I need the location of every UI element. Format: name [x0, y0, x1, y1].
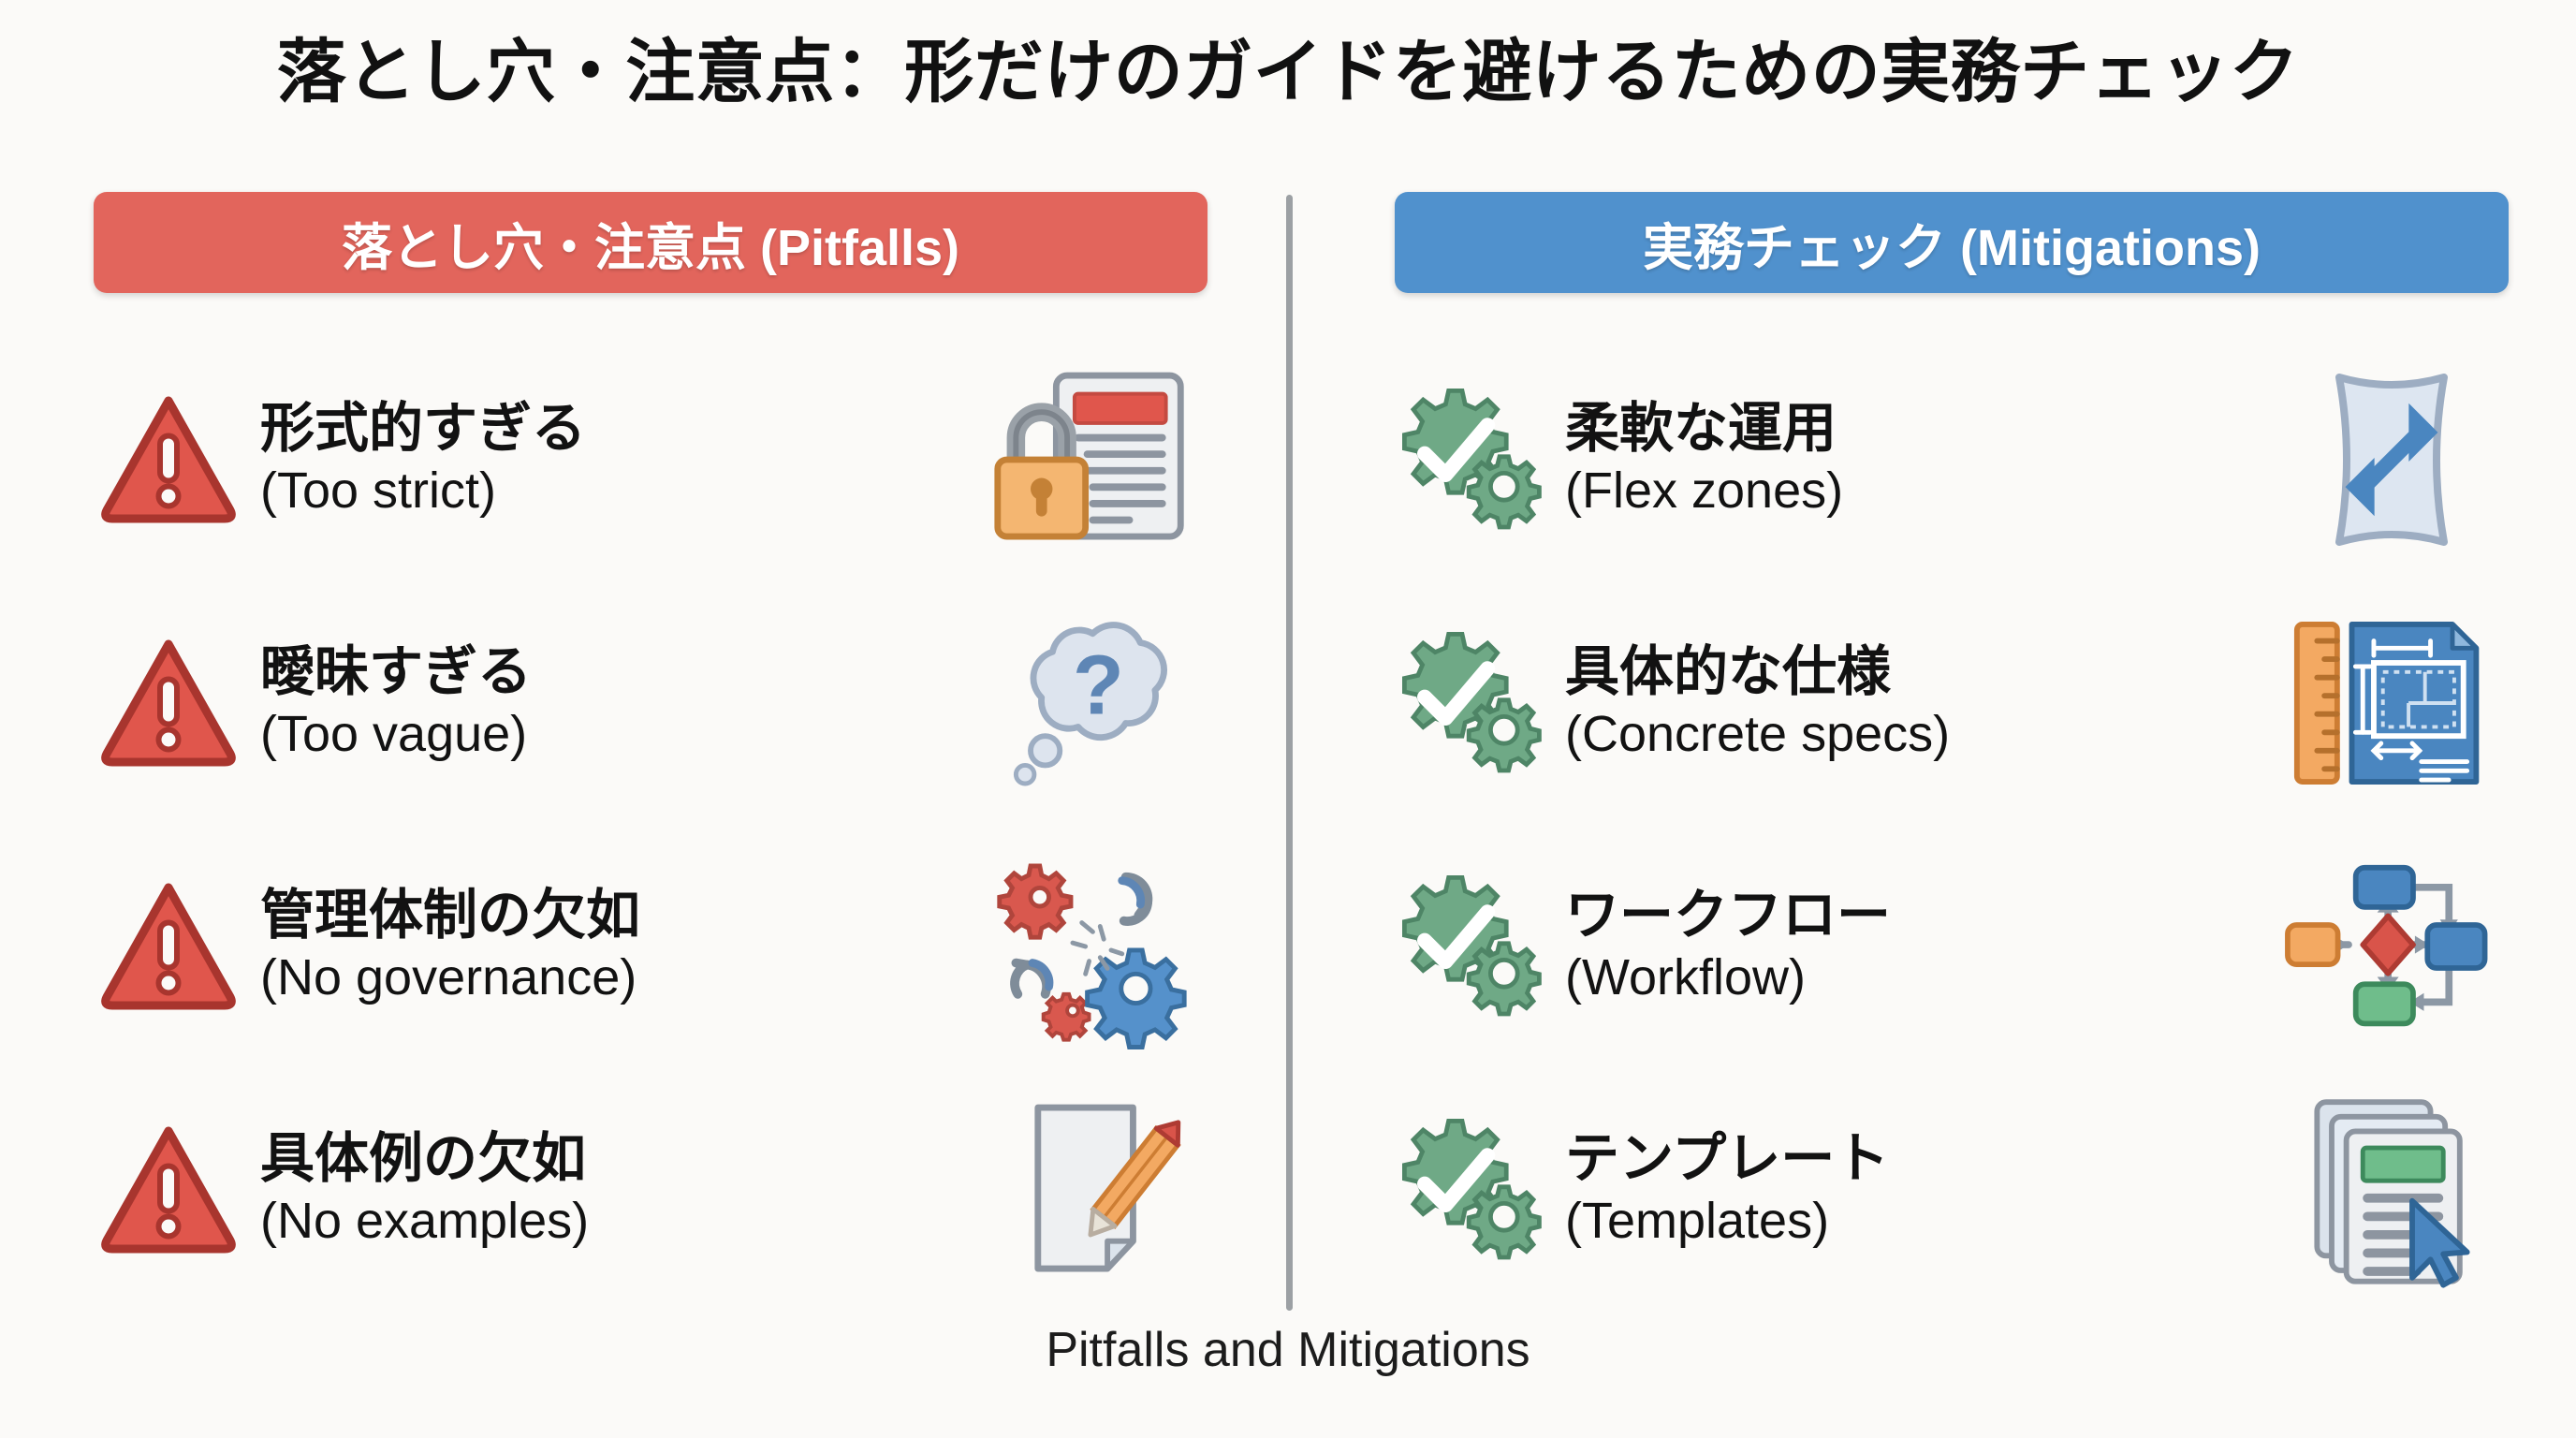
- pitfalls-column: 落とし穴・注意点 (Pitfalls) 形式的すぎる (Too strict): [94, 192, 1208, 1312]
- list-item-text: テンプレート (Templates): [1544, 1127, 2275, 1252]
- list-item[interactable]: 管理体制の欠如 (No governance): [94, 825, 1208, 1068]
- warning-triangle-icon: [94, 1115, 243, 1265]
- list-item-text: 具体的な仕様 (Concrete specs): [1544, 640, 2275, 765]
- page-title: 落とし穴・注意点：形だけのガイドを避けるための実務チェック: [276, 33, 2300, 110]
- list-item[interactable]: 形式的すぎる (Too strict): [94, 338, 1208, 581]
- list-item-text: ワークフロー (Workflow): [1544, 884, 2275, 1008]
- list-item-subtitle: (Flex zones): [1565, 462, 1844, 519]
- list-item-title: 柔軟な運用: [1565, 397, 1837, 459]
- list-item[interactable]: 具体的な仕様 (Concrete specs): [1395, 581, 2509, 825]
- pitfalls-header-label: 落とし穴・注意点 (Pitfalls): [341, 219, 960, 276]
- gear-check-icon: [1395, 1115, 1544, 1265]
- list-item-title: 具体例の欠如: [260, 1127, 587, 1189]
- list-item[interactable]: 曖昧すぎる (Too vague) ?: [94, 581, 1208, 825]
- warning-triangle-icon: [94, 628, 243, 778]
- mitigations-header: 実務チェック (Mitigations): [1395, 192, 2509, 293]
- list-item-text: 柔軟な運用 (Flex zones): [1544, 397, 2275, 521]
- svg-text:?: ?: [1072, 639, 1123, 733]
- broken-chain-gears-icon: [973, 848, 1208, 1049]
- warning-triangle-icon: [94, 872, 243, 1021]
- mitigations-header-label: 実務チェック (Mitigations): [1643, 219, 2261, 276]
- gear-check-icon: [1395, 385, 1544, 535]
- list-item-subtitle: (Too vague): [260, 705, 528, 762]
- list-item[interactable]: テンプレート (Templates): [1395, 1068, 2509, 1312]
- locked-document-icon: [973, 361, 1208, 558]
- list-item-text: 曖昧すぎる (Too vague): [243, 640, 973, 765]
- list-item-text: 具体例の欠如 (No examples): [243, 1127, 973, 1252]
- list-item-title: 曖昧すぎる: [260, 640, 533, 702]
- list-item-subtitle: (No examples): [260, 1192, 590, 1249]
- mitigations-column: 実務チェック (Mitigations): [1395, 192, 2509, 1312]
- list-item-title: 形式的すぎる: [260, 397, 587, 459]
- list-item-title: ワークフロー: [1565, 884, 1892, 946]
- list-item-text: 管理体制の欠如 (No governance): [243, 884, 973, 1008]
- warning-triangle-icon: [94, 385, 243, 535]
- list-item[interactable]: 具体例の欠如 (No examples): [94, 1068, 1208, 1312]
- blank-page-pencil-icon: [973, 1092, 1208, 1288]
- pitfalls-row-list: 形式的すぎる (Too strict): [94, 338, 1208, 1312]
- document-stack-cursor-icon: [2275, 1092, 2509, 1288]
- gear-check-icon: [1395, 872, 1544, 1021]
- list-item-subtitle: (Templates): [1565, 1192, 1830, 1249]
- list-item-subtitle: (Workflow): [1565, 948, 1807, 1005]
- figure-caption: Pitfalls and Mitigations: [1046, 1323, 1530, 1377]
- list-item-title: 具体的な仕様: [1565, 640, 1892, 702]
- thought-bubble-question-icon: ?: [973, 605, 1208, 801]
- list-item-subtitle: (Concrete specs): [1565, 705, 1951, 762]
- mitigations-row-list: 柔軟な運用 (Flex zones): [1395, 338, 2509, 1312]
- ruler-blueprint-icon: [2275, 605, 2509, 801]
- column-divider: [1286, 195, 1293, 1311]
- pitfalls-header: 落とし穴・注意点 (Pitfalls): [94, 192, 1208, 293]
- list-item[interactable]: 柔軟な運用 (Flex zones): [1395, 338, 2509, 581]
- flowchart-icon: [2275, 848, 2509, 1045]
- list-item-subtitle: (Too strict): [260, 462, 497, 519]
- list-item[interactable]: ワークフロー (Workflow): [1395, 825, 2509, 1068]
- list-item-text: 形式的すぎる (Too strict): [243, 397, 973, 521]
- list-item-title: テンプレート: [1565, 1127, 1890, 1189]
- list-item-title: 管理体制の欠如: [260, 884, 641, 946]
- flexible-stretch-arrows-icon: [2275, 361, 2509, 558]
- list-item-subtitle: (No governance): [260, 948, 637, 1005]
- gear-check-icon: [1395, 628, 1544, 778]
